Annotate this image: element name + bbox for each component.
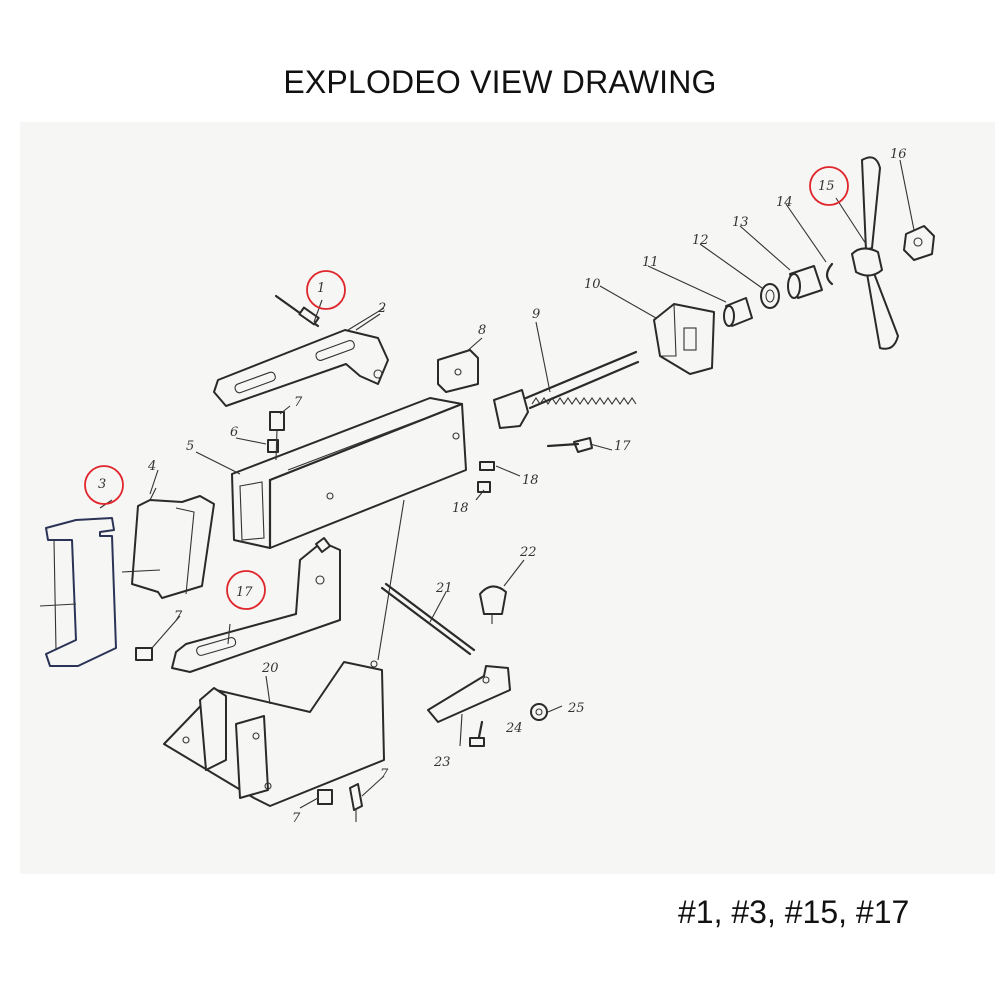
- part-25-nut: [530, 703, 548, 721]
- label-17: 17: [236, 585, 253, 600]
- part-6-7-screws: [267, 411, 285, 461]
- label-11: 11: [642, 255, 659, 270]
- part-8-block: [437, 349, 479, 393]
- label-9: 9: [532, 307, 540, 322]
- label-7-left: 7: [174, 609, 183, 624]
- highlight-circles: [84, 166, 849, 610]
- part-13-collar: [787, 265, 823, 299]
- label-1: 1: [317, 281, 325, 296]
- highlight-circle-1: [306, 270, 346, 310]
- label-4: 4: [147, 459, 156, 474]
- label-8: 8: [478, 323, 486, 338]
- label-7-bottom-left: 7: [292, 811, 301, 826]
- label-10: 10: [584, 277, 601, 292]
- label-25: 25: [567, 701, 585, 716]
- label-16: 16: [890, 147, 907, 162]
- highlighted-parts-caption: #1, #3, #15, #17: [678, 894, 910, 930]
- highlight-circle-3: [84, 465, 124, 505]
- label-20: 20: [261, 661, 279, 676]
- part-3-clamp-plate: [45, 499, 117, 667]
- label-13: 13: [732, 215, 749, 230]
- label-5: 5: [186, 439, 194, 454]
- label-23: 23: [433, 755, 451, 770]
- label-2: 2: [377, 301, 386, 316]
- part-2-upper-arm: [213, 307, 389, 407]
- highlight-circle-17: [226, 570, 266, 610]
- part-18-screws: [477, 461, 495, 493]
- part-4-jaw-block: [131, 487, 215, 599]
- part-9-lead-screw: [493, 350, 640, 429]
- label-14: 14: [776, 195, 793, 210]
- label-18-lower: 18: [452, 501, 469, 516]
- label-3: 3: [98, 477, 106, 492]
- label-6: 6: [230, 425, 238, 440]
- label-17-right: 17: [614, 439, 631, 454]
- label-15: 15: [818, 179, 835, 194]
- highlight-circle-15: [809, 166, 849, 206]
- leader-lines: [39, 159, 915, 809]
- part-23-lever: [427, 665, 511, 723]
- part-24-screw: [469, 720, 485, 747]
- label-7-upper: 7: [294, 395, 303, 410]
- part-15-handle: [851, 156, 899, 350]
- part-5-main-body: [231, 397, 467, 661]
- label-24: 24: [505, 721, 523, 736]
- label-18-upper: 18: [522, 473, 539, 488]
- part-21-rod: [380, 582, 476, 656]
- part-22-plunger: [479, 585, 507, 624]
- part-number-labels: 1 2 3 4 5 6 7 7 7 7 8 9 10 11 12 13 14 1…: [98, 147, 907, 826]
- part-12-washer: [760, 283, 780, 309]
- label-12: 12: [692, 233, 709, 248]
- part-1-pin: [274, 294, 323, 328]
- part-10-bracket: [653, 303, 715, 375]
- label-22: 22: [519, 545, 537, 560]
- part-20-base-plate: [163, 660, 385, 807]
- part-11-bushing: [723, 297, 753, 327]
- part-16-nut: [903, 225, 935, 261]
- label-7-bottom-right: 7: [380, 767, 389, 782]
- part-7-bottom-screws: [135, 647, 363, 822]
- label-21: 21: [435, 581, 453, 596]
- part-17-lower-arm: [171, 437, 593, 673]
- part-14-clip: [825, 262, 834, 286]
- drawing-title: EXPLODEO VIEW DRAWING: [283, 64, 717, 100]
